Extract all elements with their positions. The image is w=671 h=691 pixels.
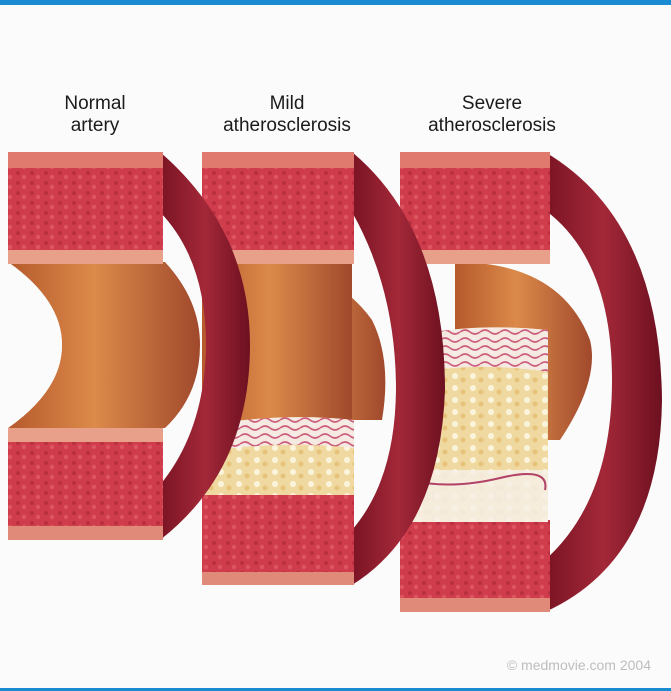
label-normal-artery: Normal artery [40,93,150,137]
label-normal-line2: artery [40,115,150,137]
label-normal-line1: Normal [40,93,150,115]
label-mild-line2: atherosclerosis [197,115,377,137]
label-severe-atherosclerosis: Severe atherosclerosis [402,93,582,137]
label-mild-atherosclerosis: Mild atherosclerosis [197,93,377,137]
label-severe-line1: Severe [402,93,582,115]
label-severe-line2: atherosclerosis [402,115,582,137]
label-mild-line1: Mild [197,93,377,115]
copyright-credit: © medmovie.com 2004 [507,657,651,673]
